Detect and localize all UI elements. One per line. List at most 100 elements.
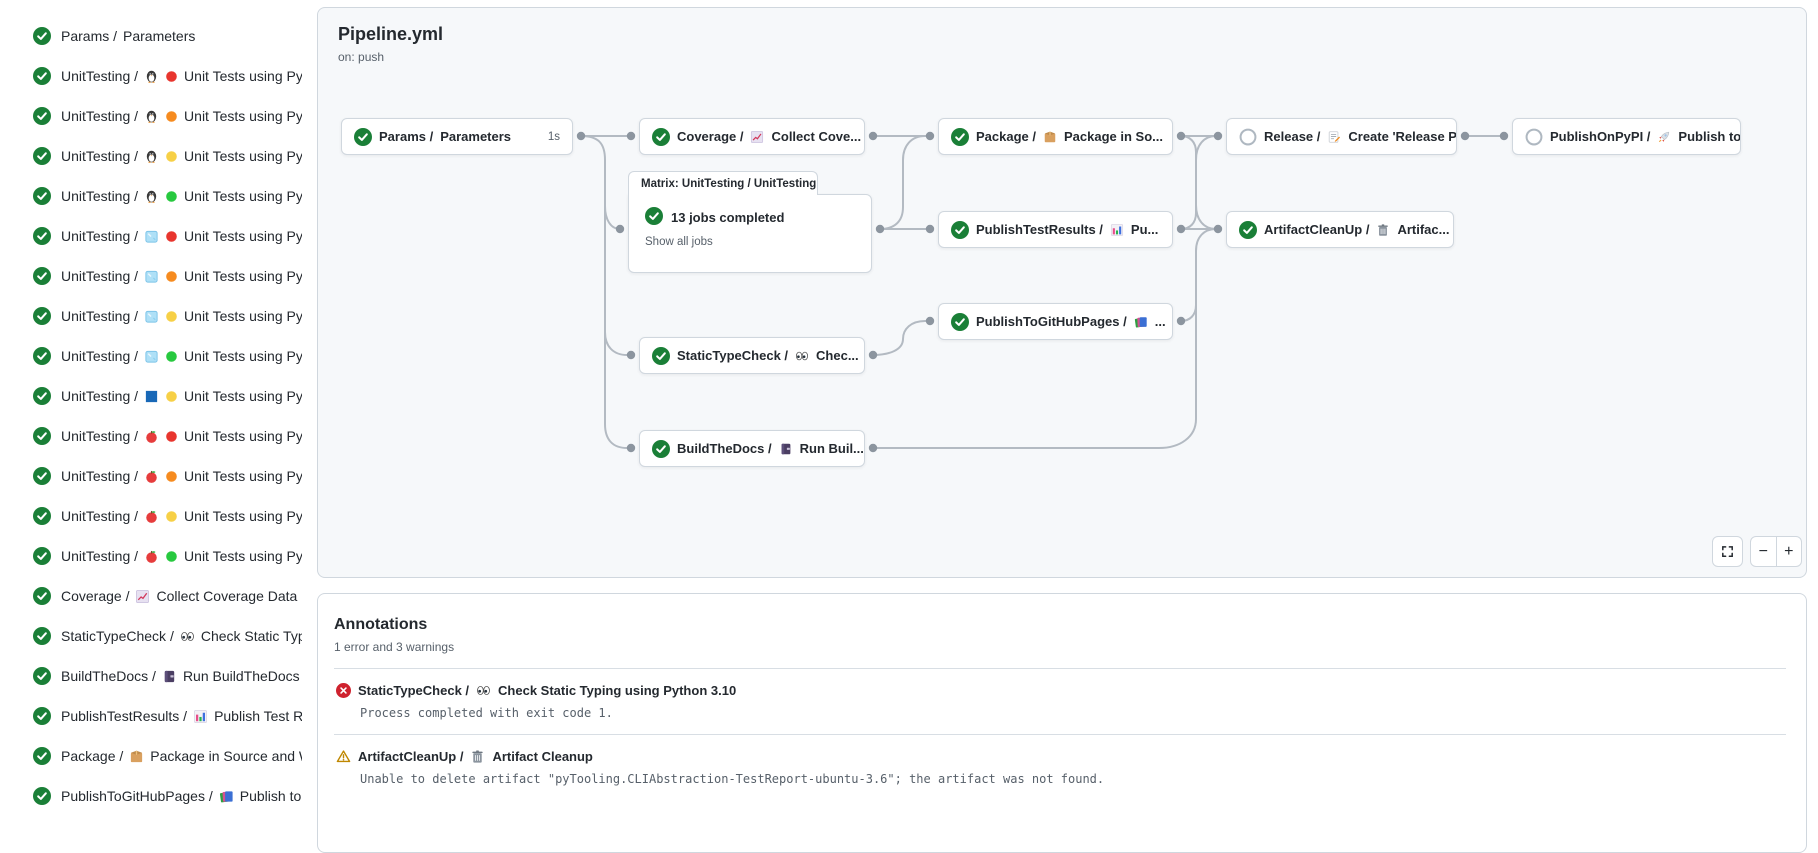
check-circle-icon bbox=[33, 187, 51, 205]
check-circle-icon bbox=[33, 627, 51, 645]
sidebar-item-unittesting-7[interactable]: UnitTesting /Unit Tests using Pyth... bbox=[0, 296, 302, 336]
chart-icon bbox=[135, 589, 150, 604]
annotation-title-link[interactable]: StaticTypeCheck /Check Static Typing usi… bbox=[336, 683, 1786, 698]
check-circle-icon bbox=[33, 787, 51, 805]
pipeline-edges bbox=[318, 8, 1807, 578]
annotation-row-error: StaticTypeCheck /Check Static Typing usi… bbox=[334, 668, 1786, 734]
sidebar-item-publishtogithubpages-19[interactable]: PublishToGitHubPages /Publish to G... bbox=[0, 776, 302, 816]
check-circle-icon bbox=[33, 667, 51, 685]
sidebar-item-package-18[interactable]: Package /Package in Source and Wh... bbox=[0, 736, 302, 776]
circle-orange-icon bbox=[165, 110, 178, 123]
graph-node-publish-on-pypi[interactable]: PublishOnPyPI /Publish to ... bbox=[1512, 118, 1741, 155]
check-circle-icon bbox=[354, 128, 372, 146]
sidebar-item-unittesting-6[interactable]: UnitTesting /Unit Tests using Pyth... bbox=[0, 256, 302, 296]
graph-node-publish-to-github-pages[interactable]: PublishToGitHubPages /...13s bbox=[938, 303, 1173, 340]
pipeline-title: Pipeline.yml bbox=[338, 24, 443, 45]
sidebar-item-params-0[interactable]: Params /Parameters bbox=[0, 16, 302, 56]
zoom-out-button[interactable]: − bbox=[1751, 537, 1776, 566]
penguin-icon bbox=[144, 69, 159, 84]
layers-icon bbox=[1134, 315, 1148, 329]
check-circle-icon bbox=[33, 267, 51, 285]
sidebar-item-unittesting-3[interactable]: UnitTesting /Unit Tests using Pyth... bbox=[0, 136, 302, 176]
rocket-icon bbox=[1657, 130, 1671, 144]
penguin-icon bbox=[144, 109, 159, 124]
sidebar-item-unittesting-1[interactable]: UnitTesting /Unit Tests using Pyth... bbox=[0, 56, 302, 96]
check-circle-icon bbox=[33, 107, 51, 125]
sidebar-item-unittesting-5[interactable]: UnitTesting /Unit Tests using Pyth... bbox=[0, 216, 302, 256]
check-circle-icon bbox=[33, 387, 51, 405]
graph-node-release[interactable]: Release /Create 'Release P... bbox=[1226, 118, 1457, 155]
sidebar-item-unittesting-4[interactable]: UnitTesting /Unit Tests using Pyth... bbox=[0, 176, 302, 216]
circle-green-icon bbox=[165, 190, 178, 203]
sidebar-item-label: UnitTesting /Unit Tests using Pyth... bbox=[61, 548, 302, 564]
sidebar-item-label: PublishTestResults /Publish Test Resu... bbox=[61, 708, 302, 724]
sidebar-item-label: UnitTesting /Unit Tests using Pyth... bbox=[61, 188, 302, 204]
bar-chart-icon bbox=[1110, 223, 1124, 237]
graph-node-package[interactable]: Package /Package in So...25s bbox=[938, 118, 1173, 155]
sidebar-item-coverage-14[interactable]: Coverage /Collect Coverage Data usi... bbox=[0, 576, 302, 616]
graph-node-publish-test-results[interactable]: PublishTestResults /Pu...17s bbox=[938, 211, 1173, 248]
graph-node-static-type-check[interactable]: StaticTypeCheck /Chec...13s bbox=[639, 337, 865, 374]
circle-yellow-icon bbox=[165, 150, 178, 163]
zoom-in-button[interactable]: + bbox=[1776, 537, 1802, 566]
node-duration: 17s bbox=[1165, 224, 1173, 236]
show-all-jobs-link[interactable]: Show all jobs bbox=[645, 236, 713, 248]
sidebar-item-label: UnitTesting /Unit Tests using Pyth... bbox=[61, 228, 302, 244]
annotations-list: StaticTypeCheck /Check Static Typing usi… bbox=[334, 668, 1786, 800]
sidebar-item-label: UnitTesting /Unit Tests using Pyth... bbox=[61, 428, 302, 444]
apple-icon bbox=[144, 549, 159, 564]
skipped-circle-icon bbox=[1525, 128, 1543, 146]
ice-cube-icon bbox=[144, 269, 159, 284]
node-duration: 1s bbox=[542, 131, 560, 143]
matrix-box: 13 jobs completed Show all jobs bbox=[628, 194, 872, 273]
node-duration: 25s bbox=[1170, 131, 1173, 143]
eyes-icon bbox=[795, 349, 809, 363]
chart-icon bbox=[750, 130, 764, 144]
sidebar-item-unittesting-12[interactable]: UnitTesting /Unit Tests using Pyth... bbox=[0, 496, 302, 536]
check-circle-icon bbox=[652, 128, 670, 146]
sidebar-item-label: StaticTypeCheck /Check Static Typing... bbox=[61, 628, 302, 644]
sidebar-item-label: UnitTesting /Unit Tests using Pyth... bbox=[61, 148, 302, 164]
sidebar-item-statictypecheck-15[interactable]: StaticTypeCheck /Check Static Typing... bbox=[0, 616, 302, 656]
sidebar-item-label: Coverage /Collect Coverage Data usi... bbox=[61, 588, 302, 604]
sidebar-item-unittesting-8[interactable]: UnitTesting /Unit Tests using Pyth... bbox=[0, 336, 302, 376]
check-circle-icon bbox=[951, 128, 969, 146]
sidebar-item-unittesting-9[interactable]: UnitTesting /Unit Tests using Pyth... bbox=[0, 376, 302, 416]
fullscreen-button[interactable] bbox=[1712, 536, 1743, 567]
graph-node-artifact-cleanup[interactable]: ArtifactCleanUp /Artifac...3s bbox=[1226, 211, 1454, 248]
sidebar-item-buildthedocs-16[interactable]: BuildTheDocs /Run BuildTheDocs bbox=[0, 656, 302, 696]
ice-cube-icon bbox=[144, 309, 159, 324]
pipeline-trigger: on: push bbox=[338, 50, 384, 64]
layers-icon bbox=[219, 789, 234, 804]
warning-triangle-icon bbox=[336, 749, 351, 764]
sidebar-item-unittesting-10[interactable]: UnitTesting /Unit Tests using Pyth... bbox=[0, 416, 302, 456]
annotation-message: Unable to delete artifact "pyTooling.CLI… bbox=[336, 772, 1786, 786]
sidebar-item-label: UnitTesting /Unit Tests using Pyth... bbox=[61, 468, 302, 484]
sidebar-item-label: UnitTesting /Unit Tests using Pyth... bbox=[61, 388, 302, 404]
matrix-tab: Matrix: UnitTesting / UnitTesting bbox=[628, 171, 818, 195]
graph-node-coverage[interactable]: Coverage /Collect Cove...25s bbox=[639, 118, 865, 155]
circle-orange-icon bbox=[165, 270, 178, 283]
circle-yellow-icon bbox=[165, 310, 178, 323]
circle-red-icon bbox=[165, 230, 178, 243]
sidebar-item-unittesting-2[interactable]: UnitTesting /Unit Tests using Pyth... bbox=[0, 96, 302, 136]
sidebar-item-label: UnitTesting /Unit Tests using Pyth... bbox=[61, 108, 302, 124]
circle-yellow-icon bbox=[165, 390, 178, 403]
ice-cube-icon bbox=[144, 349, 159, 364]
zoom-controls: − + bbox=[1750, 536, 1802, 567]
apple-icon bbox=[144, 509, 159, 524]
annotation-title-link[interactable]: ArtifactCleanUp /Artifact Cleanup bbox=[336, 749, 1786, 764]
sidebar-item-label: Package /Package in Source and Wh... bbox=[61, 748, 302, 764]
sidebar-item-publishtestresults-17[interactable]: PublishTestResults /Publish Test Resu... bbox=[0, 696, 302, 736]
graph-node-build-the-docs[interactable]: BuildTheDocs /Run Buil...47s bbox=[639, 430, 865, 467]
check-circle-icon bbox=[33, 547, 51, 565]
sidebar-item-unittesting-13[interactable]: UnitTesting /Unit Tests using Pyth... bbox=[0, 536, 302, 576]
check-circle-icon bbox=[33, 227, 51, 245]
sidebar-item-unittesting-11[interactable]: UnitTesting /Unit Tests using Pyth... bbox=[0, 456, 302, 496]
circle-yellow-icon bbox=[165, 510, 178, 523]
sidebar-item-label: UnitTesting /Unit Tests using Pyth... bbox=[61, 68, 302, 84]
check-circle-icon bbox=[33, 347, 51, 365]
